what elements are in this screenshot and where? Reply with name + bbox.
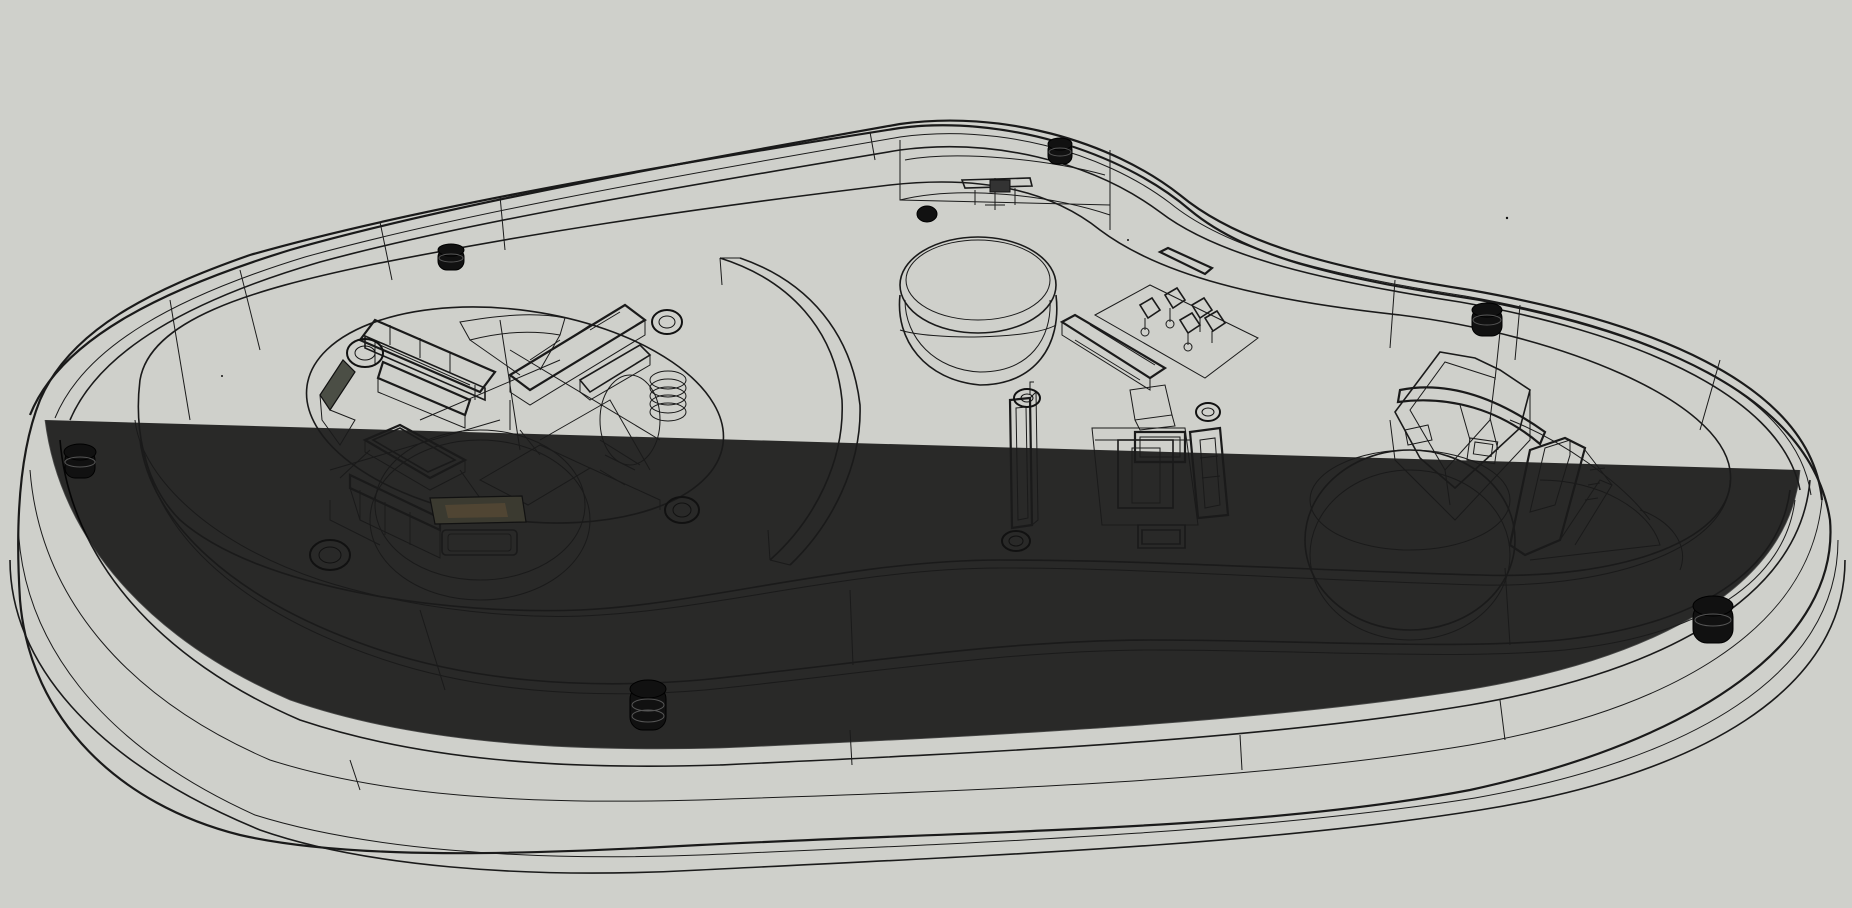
top-rim: [28, 119, 1824, 501]
inner-deck: [134, 181, 1796, 695]
rug: [1091, 427, 1199, 526]
chest: [441, 529, 518, 556]
stray-dot-2: [1127, 239, 1129, 241]
bench-1: [358, 318, 497, 402]
fan-panel: [459, 314, 566, 341]
chairs: [1138, 286, 1227, 352]
ring-5: [1013, 388, 1041, 408]
center-bowl: [898, 236, 1058, 386]
ring-6: [1001, 530, 1031, 552]
right-furniture: [1389, 331, 1613, 557]
base-outer-shell: [9, 124, 1846, 874]
curved-partition-wall: [719, 257, 861, 566]
ring-1: [346, 338, 384, 368]
sofa: [1133, 430, 1187, 464]
armchair: [1188, 426, 1230, 520]
ring-7: [1195, 402, 1221, 422]
floor-dot: [916, 205, 938, 223]
tray-table: [339, 423, 481, 499]
ring-4: [309, 539, 351, 571]
bench-2: [376, 360, 472, 429]
ring-2: [651, 309, 683, 335]
back-seat: [960, 177, 1034, 210]
bench-3: [508, 303, 652, 406]
stacked-discs: [649, 370, 687, 422]
post-1: [63, 443, 97, 479]
post-5: [1692, 595, 1734, 644]
stray-dot-3: [221, 375, 223, 377]
tall-cabinet: [1008, 381, 1039, 530]
floor-rings: [309, 205, 1221, 571]
slat: [1157, 246, 1215, 276]
low-table: [1137, 524, 1186, 549]
back-bench: [1059, 313, 1168, 391]
bench-4: [329, 473, 442, 559]
back-wall: [899, 140, 1111, 230]
left-furniture: [319, 303, 661, 559]
center-furniture: [960, 177, 1259, 549]
post-4: [1471, 302, 1503, 337]
dining-board: [1093, 284, 1259, 379]
post-3: [1047, 137, 1073, 165]
post-6: [629, 679, 667, 731]
console-box: [1129, 384, 1176, 431]
ring-3: [664, 496, 700, 524]
wall-screen: [319, 359, 356, 446]
stray-dot: [1505, 216, 1509, 220]
rim-posts: [63, 137, 1734, 731]
right-bench: [1508, 436, 1613, 557]
post-2: [437, 243, 465, 271]
table-screen: [429, 495, 527, 525]
